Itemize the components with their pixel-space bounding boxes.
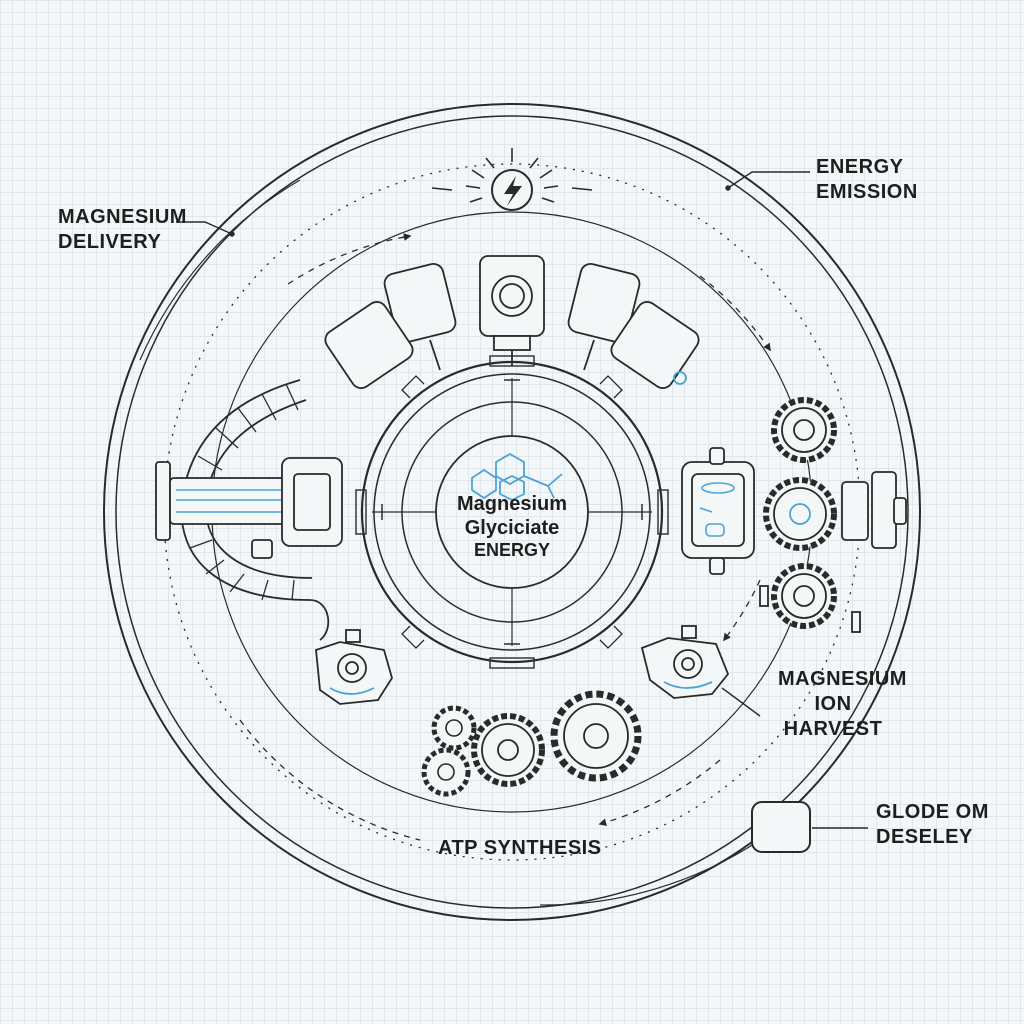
label-energy-emission: ENERGY EMISSION: [816, 156, 918, 203]
ring-connector: [751, 801, 811, 853]
label-atp-synthesis: ATP SYNTHESIS: [438, 837, 602, 859]
molecule-icon: [471, 452, 563, 502]
right-gears: [759, 397, 907, 633]
right-harvest-module: [640, 625, 730, 699]
gear-icon: [471, 713, 545, 787]
top-device: [479, 255, 545, 366]
left-intake-assembly: [155, 379, 343, 641]
capsule-modules: [324, 263, 700, 389]
flow-arrows: [239, 233, 771, 841]
gear-icon: [431, 705, 477, 751]
left-harvest-module: [315, 629, 393, 705]
label-magnesium-ion-harvest: MAGNESIUM ION HARVEST: [778, 668, 907, 740]
gear-icon: [550, 690, 642, 782]
gear-icon: [421, 747, 471, 797]
label-magnesium-delivery: MAGNESIUM DELIVERY: [58, 206, 187, 253]
lightning-bolt-icon: [431, 148, 593, 211]
center-title: Magnesium Glyciciate ENERGY: [456, 493, 568, 560]
gear-icon: [771, 563, 837, 629]
gear-icon: [763, 477, 837, 551]
leader-lines: [176, 171, 868, 829]
label-glode-om-deseley: GLODE OM DESELEY: [876, 801, 989, 848]
bottom-gear-train: [421, 690, 642, 797]
gear-icon: [771, 397, 837, 463]
right-window-module: [681, 447, 755, 575]
